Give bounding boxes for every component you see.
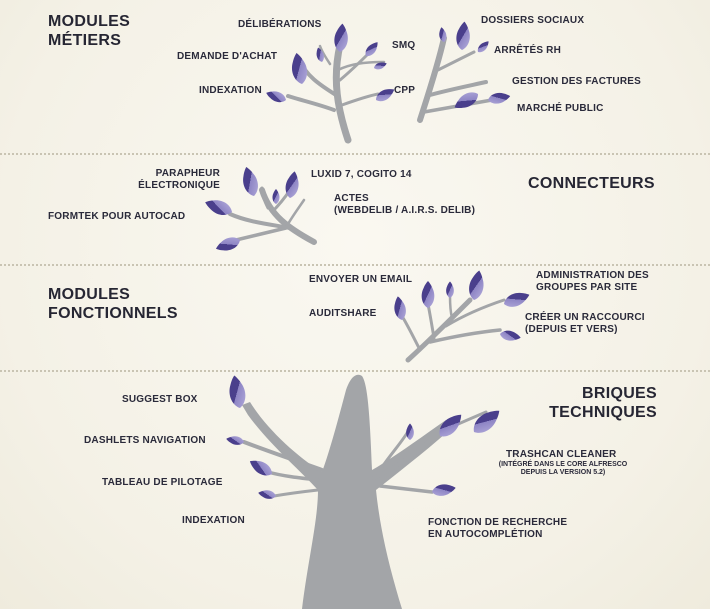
title-line: CONNECTEURS xyxy=(528,175,655,192)
label-envoyer-email: ENVOYER UN EMAIL xyxy=(309,274,413,285)
label-arretes-rh: ARRÊTÉS RH xyxy=(494,45,562,56)
label-line: EN AUTOCOMPLÉTION xyxy=(428,529,543,540)
label-smq: SMQ xyxy=(392,40,416,51)
label-tableau-pilotage: TABLEAU DE PILOTAGE xyxy=(102,477,223,488)
label-demande-achat: DEMANDE D'ACHAT xyxy=(177,51,278,62)
title-line: MODULES xyxy=(48,13,131,30)
label-line: (WEBDELIB / A.I.R.S. DELIB) xyxy=(334,205,476,216)
label-luxid: LUXID 7, COGITO 14 xyxy=(311,169,412,180)
label-line: CRÉER UN RACCOURCI xyxy=(525,312,645,323)
label-line: FONCTION DE RECHERCHE xyxy=(428,517,568,528)
label-fonction-recherche: FONCTION DE RECHERCHE EN AUTOCOMPLÉTION xyxy=(428,517,567,541)
tree-modules-fonctionnels xyxy=(400,294,506,363)
tree-connecteurs xyxy=(228,186,317,245)
label-actes: ACTES (WEBDELIB / A.I.R.S. DELIB) xyxy=(334,193,475,217)
title-line: MÉTIERS xyxy=(48,32,122,49)
label-indexation-technique: INDEXATION xyxy=(182,515,245,526)
section-title-connecteurs: CONNECTEURS xyxy=(528,174,655,193)
label-line: ÉLECTRONIQUE xyxy=(138,180,220,191)
label-marche-public: MARCHÉ PUBLIC xyxy=(517,103,604,114)
label-line: (DEPUIS ET VERS) xyxy=(525,324,618,335)
label-indexation-metier: INDEXATION xyxy=(199,85,262,96)
tree-modules-metiers-right-leaves xyxy=(437,21,512,113)
label-creer-raccourci: CRÉER UN RACCOURCI (DEPUIS ET VERS) xyxy=(525,312,645,336)
label-parapheur: PARAPHEUR ÉLECTRONIQUE xyxy=(134,168,220,192)
label-administration-groupes: ADMINISTRATION DES GROUPES PAR SITE xyxy=(536,270,649,294)
title-line: MODULES xyxy=(48,286,131,303)
note-line: DEPUIS LA VERSION 5.2) xyxy=(520,469,606,476)
section-title-modules-metiers: MODULES MÉTIERS xyxy=(48,12,130,50)
label-auditshare: AUDITSHARE xyxy=(309,308,377,319)
label-line: ACTES xyxy=(334,193,369,204)
label-cpp: CPP xyxy=(394,85,416,96)
label-gestion-factures: GESTION DES FACTURES xyxy=(512,76,642,87)
section-divider xyxy=(0,153,710,155)
label-dossiers-sociaux: DOSSIERS SOCIAUX xyxy=(481,15,585,26)
tree-modules-metiers-left xyxy=(286,41,386,144)
label-line: GROUPES PAR SITE xyxy=(536,282,638,293)
label-line: ADMINISTRATION DES xyxy=(536,270,649,281)
label-suggest-box: SUGGEST BOX xyxy=(122,394,198,405)
section-divider xyxy=(0,370,710,372)
label-line: PARAPHEUR xyxy=(155,168,220,179)
note-trashcan: (INTÉGRÉ DANS LE CORE ALFRESCO DEPUIS LA… xyxy=(488,461,638,477)
note-line: (INTÉGRÉ DANS LE CORE ALFRESCO xyxy=(498,461,628,468)
section-title-briques-techniques: BRIQUES TECHNIQUES xyxy=(544,384,657,422)
label-dashlets-navigation: DASHLETS NAVIGATION xyxy=(84,435,206,446)
title-line: FONCTIONNELS xyxy=(48,305,178,322)
section-divider xyxy=(0,264,710,266)
label-trashcan-cleaner: TRASHCAN CLEANER xyxy=(506,449,617,460)
title-line: TECHNIQUES xyxy=(549,404,657,421)
tree-briques-techniques xyxy=(242,374,454,609)
label-deliberations: DÉLIBÉRATIONS xyxy=(238,19,322,30)
label-formtek: FORMTEK POUR AUTOCAD xyxy=(48,211,186,222)
title-line: BRIQUES xyxy=(582,385,657,402)
section-title-modules-fonctionnels: MODULES FONCTIONNELS xyxy=(48,285,178,323)
